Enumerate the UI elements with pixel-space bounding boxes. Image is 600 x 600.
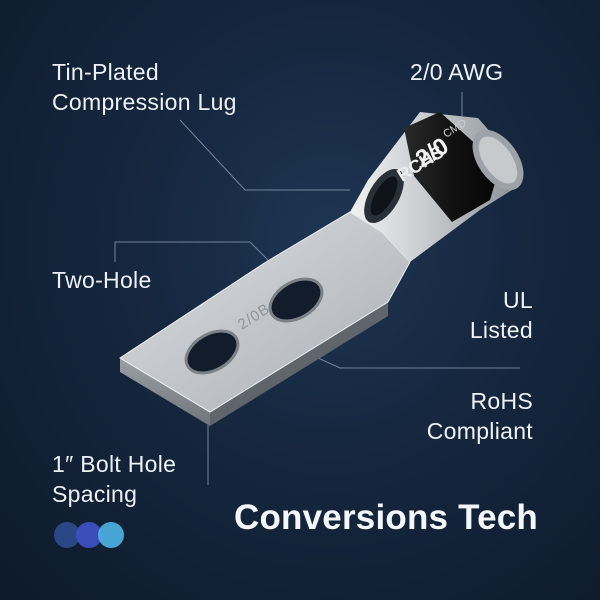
- bolt-hole-1: [184, 329, 240, 375]
- callout-two-hole: Two-Hole: [52, 265, 152, 295]
- callout-ul-line2: Listed: [469, 317, 533, 343]
- callout-bolt-spacing: 1″ Bolt Hole Spacing: [52, 449, 176, 509]
- callout-awg-text: 2/0 AWG: [410, 59, 504, 85]
- callout-tin-plated-line2: Compression Lug: [52, 89, 237, 115]
- callout-two-hole-text: Two-Hole: [52, 267, 152, 293]
- leader-line-rohs: [317, 357, 520, 369]
- brand-dots: [54, 522, 124, 548]
- callout-tin-plated-line1: Tin-Plated: [52, 59, 159, 85]
- bolt-hole-2: [268, 277, 324, 323]
- callout-rohs: RoHS Compliant: [427, 386, 533, 446]
- lug-tongue: 2/0B: [119, 211, 411, 426]
- leader-line-tin-plated: [179, 119, 350, 191]
- color-band: [404, 112, 500, 222]
- callout-bolt-line1: 1″ Bolt Hole: [52, 451, 177, 477]
- leader-line-two-hole: [114, 241, 269, 262]
- brand-dot-1: [54, 522, 80, 548]
- brand-dot-2: [76, 522, 102, 548]
- callout-ul-line1: UL: [502, 287, 533, 313]
- callout-rohs-line1: RoHS: [470, 388, 533, 414]
- callout-ul-listed: UL Listed: [470, 285, 533, 345]
- brand-dot-3: [98, 522, 124, 548]
- callout-tin-plated: Tin-Plated Compression Lug: [52, 57, 237, 117]
- callout-rohs-line2: Compliant: [426, 418, 533, 444]
- callout-awg: 2/0 AWG: [410, 57, 503, 87]
- lug-barrel: 2/0 RCHS CMD: [350, 112, 524, 262]
- brand-name: Conversions Tech: [234, 498, 539, 537]
- callout-bolt-line2: Spacing: [52, 481, 138, 507]
